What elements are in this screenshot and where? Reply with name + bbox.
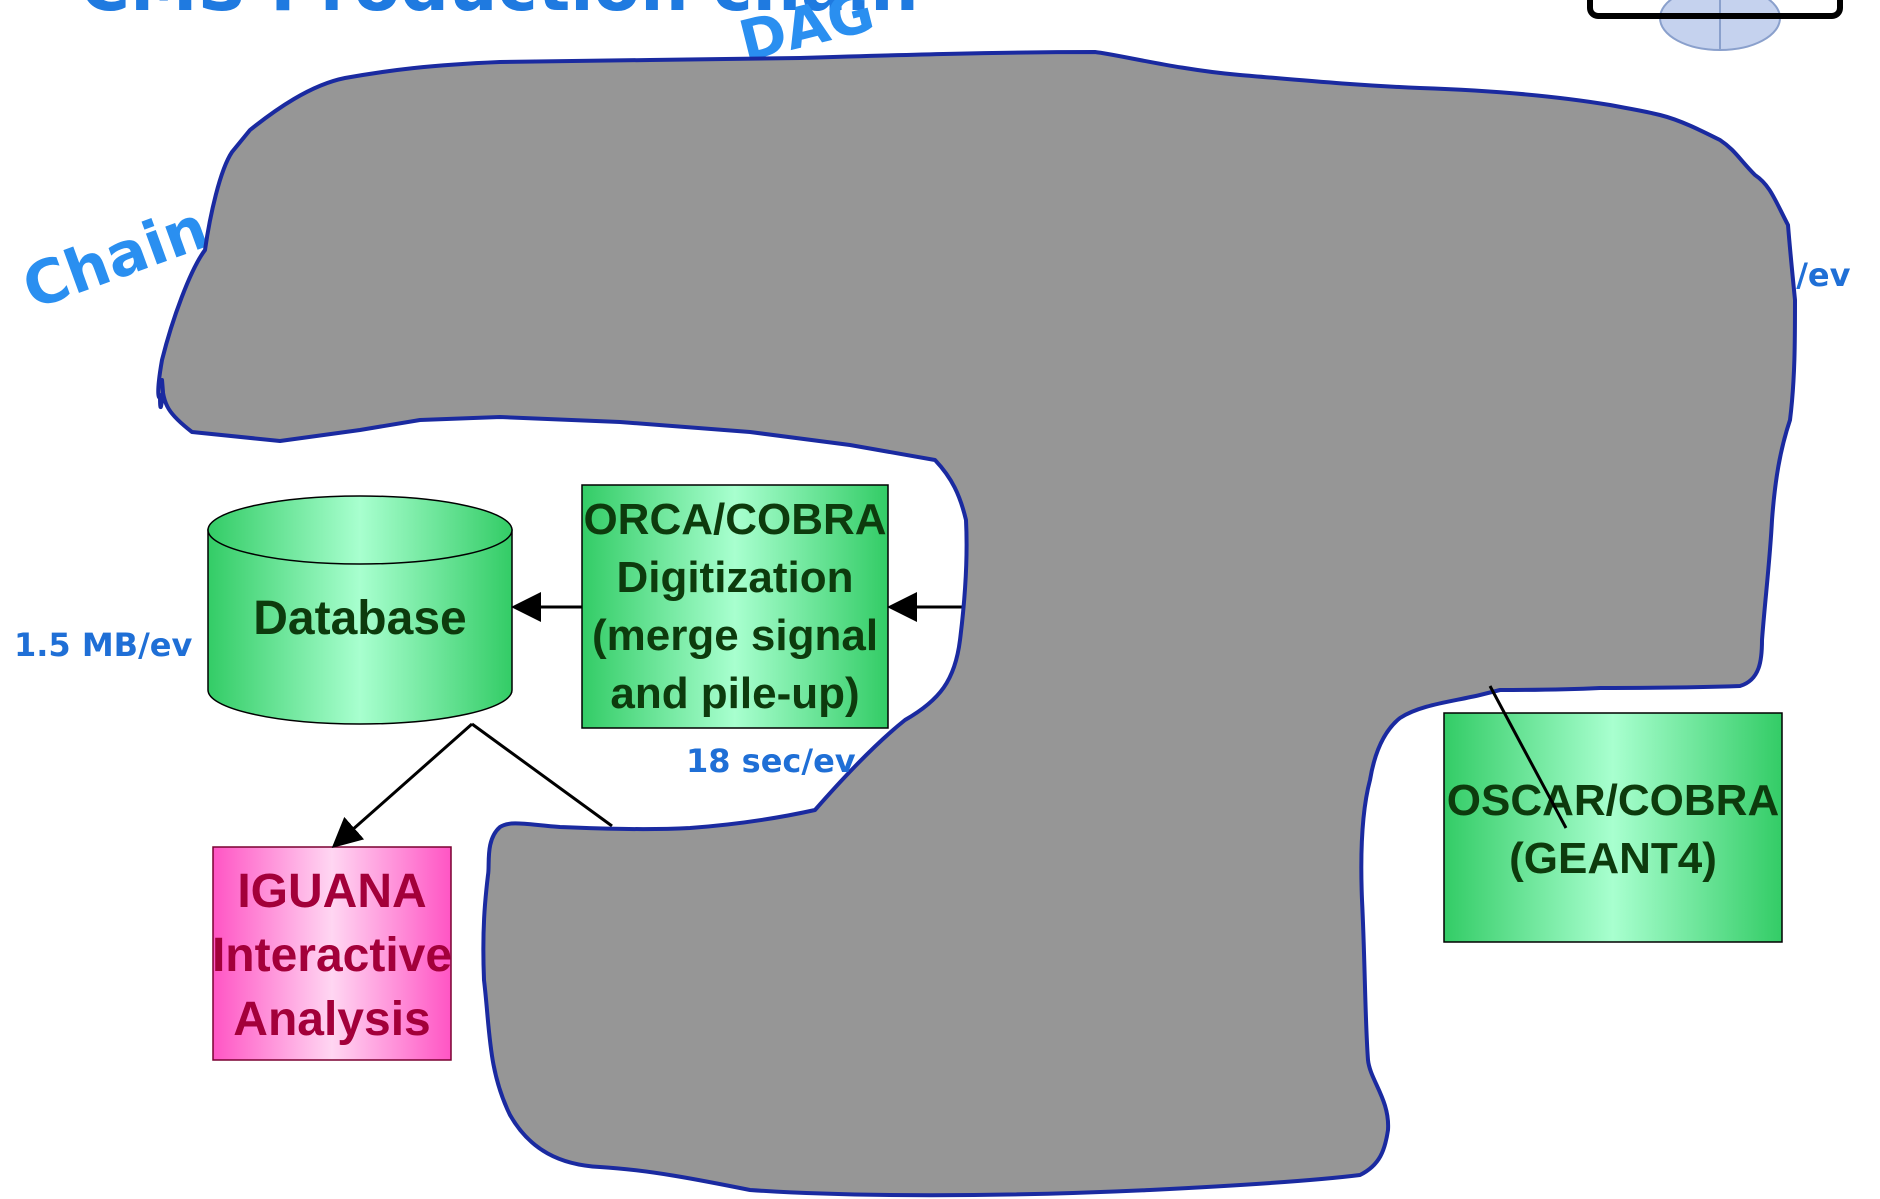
iguana-line-3: Analysis (233, 993, 431, 1046)
orca-label: ORCA/COBRA Digitization (merge signal an… (556, 491, 914, 723)
orca-line-3: (merge signal (591, 611, 879, 660)
iguana-label: IGUANA Interactive Analysis (192, 860, 472, 1052)
orca-line-1: ORCA/COBRA (583, 495, 887, 544)
grey-occluding-blob (156, 50, 1797, 1198)
orca-line-2: Digitization (616, 553, 854, 602)
orca-node (581, 484, 889, 729)
orca-line-4: and pile-up) (610, 669, 860, 718)
oscar-line-2: (GEANT4) (1509, 834, 1717, 883)
database-rate-label: 1.5 MB/ev (14, 626, 193, 664)
iguana-line-1: IGUANA (237, 865, 427, 918)
digitization-time-label: 18 sec/ev (686, 742, 856, 780)
database-node (207, 495, 513, 725)
database-label: Database (253, 592, 467, 645)
oscar-label: OSCAR/COBRA (GEANT4) (1420, 772, 1806, 888)
arrow-database-to-iguana (331, 722, 473, 848)
cms-logo-icon (1587, 0, 1843, 51)
iguana-line-2: Interactive (211, 929, 453, 982)
line-database-branch (471, 722, 613, 828)
oscar-line-1: OSCAR/COBRA (1446, 776, 1780, 825)
slide-title: CMS Production chain (80, 0, 919, 27)
